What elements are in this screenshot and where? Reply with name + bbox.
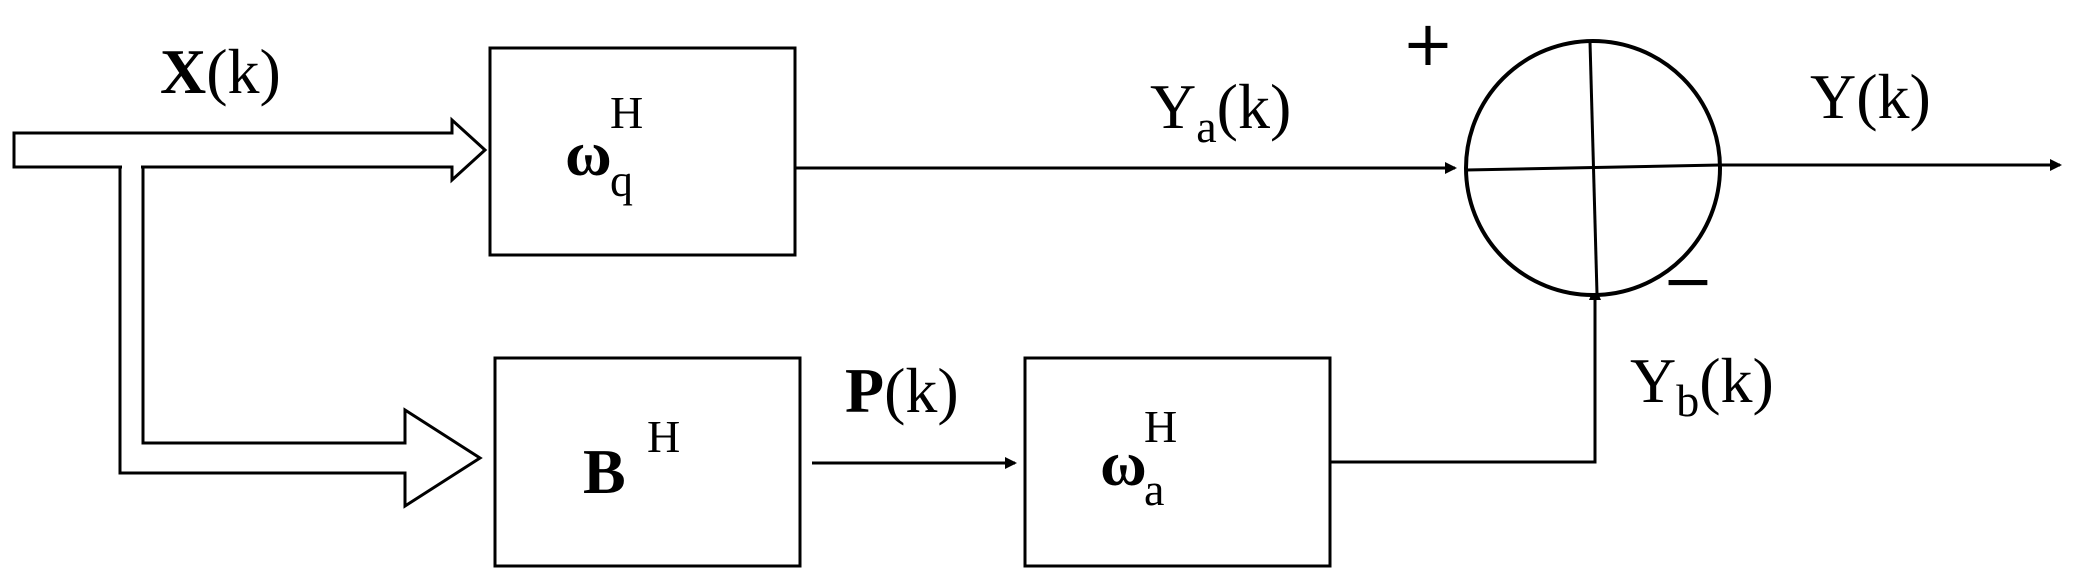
block-wa-main: ω xyxy=(1100,428,1147,499)
block-b-main: B xyxy=(583,436,626,507)
yb-signal-line xyxy=(1330,294,1597,464)
ya-signal-label: Ya(k) xyxy=(1150,71,1291,152)
input-bus-arrow-branch xyxy=(118,165,483,509)
input-bus-arrow-top xyxy=(12,116,488,184)
block-wq xyxy=(488,46,797,257)
yb-signal-label: Yb(k) xyxy=(1630,345,1774,426)
block-wq-main: ω xyxy=(565,118,612,189)
p-signal-label: P(k) xyxy=(845,355,959,426)
block-wq-sup: H xyxy=(610,87,643,138)
output-signal-label: Y(k) xyxy=(1810,61,1931,132)
summing-junction xyxy=(1464,39,1722,297)
block-wa-sup: H xyxy=(1144,401,1177,452)
block-wq-sub: q xyxy=(610,155,633,206)
input-signal-label: X(k) xyxy=(160,36,281,107)
block-b xyxy=(493,356,802,568)
plus-sign: + xyxy=(1402,7,1454,80)
block-wa xyxy=(1023,356,1332,568)
minus-sign: − xyxy=(1662,244,1714,317)
block-b-sup: H xyxy=(647,411,680,462)
block-wa-sub: a xyxy=(1144,464,1164,515)
